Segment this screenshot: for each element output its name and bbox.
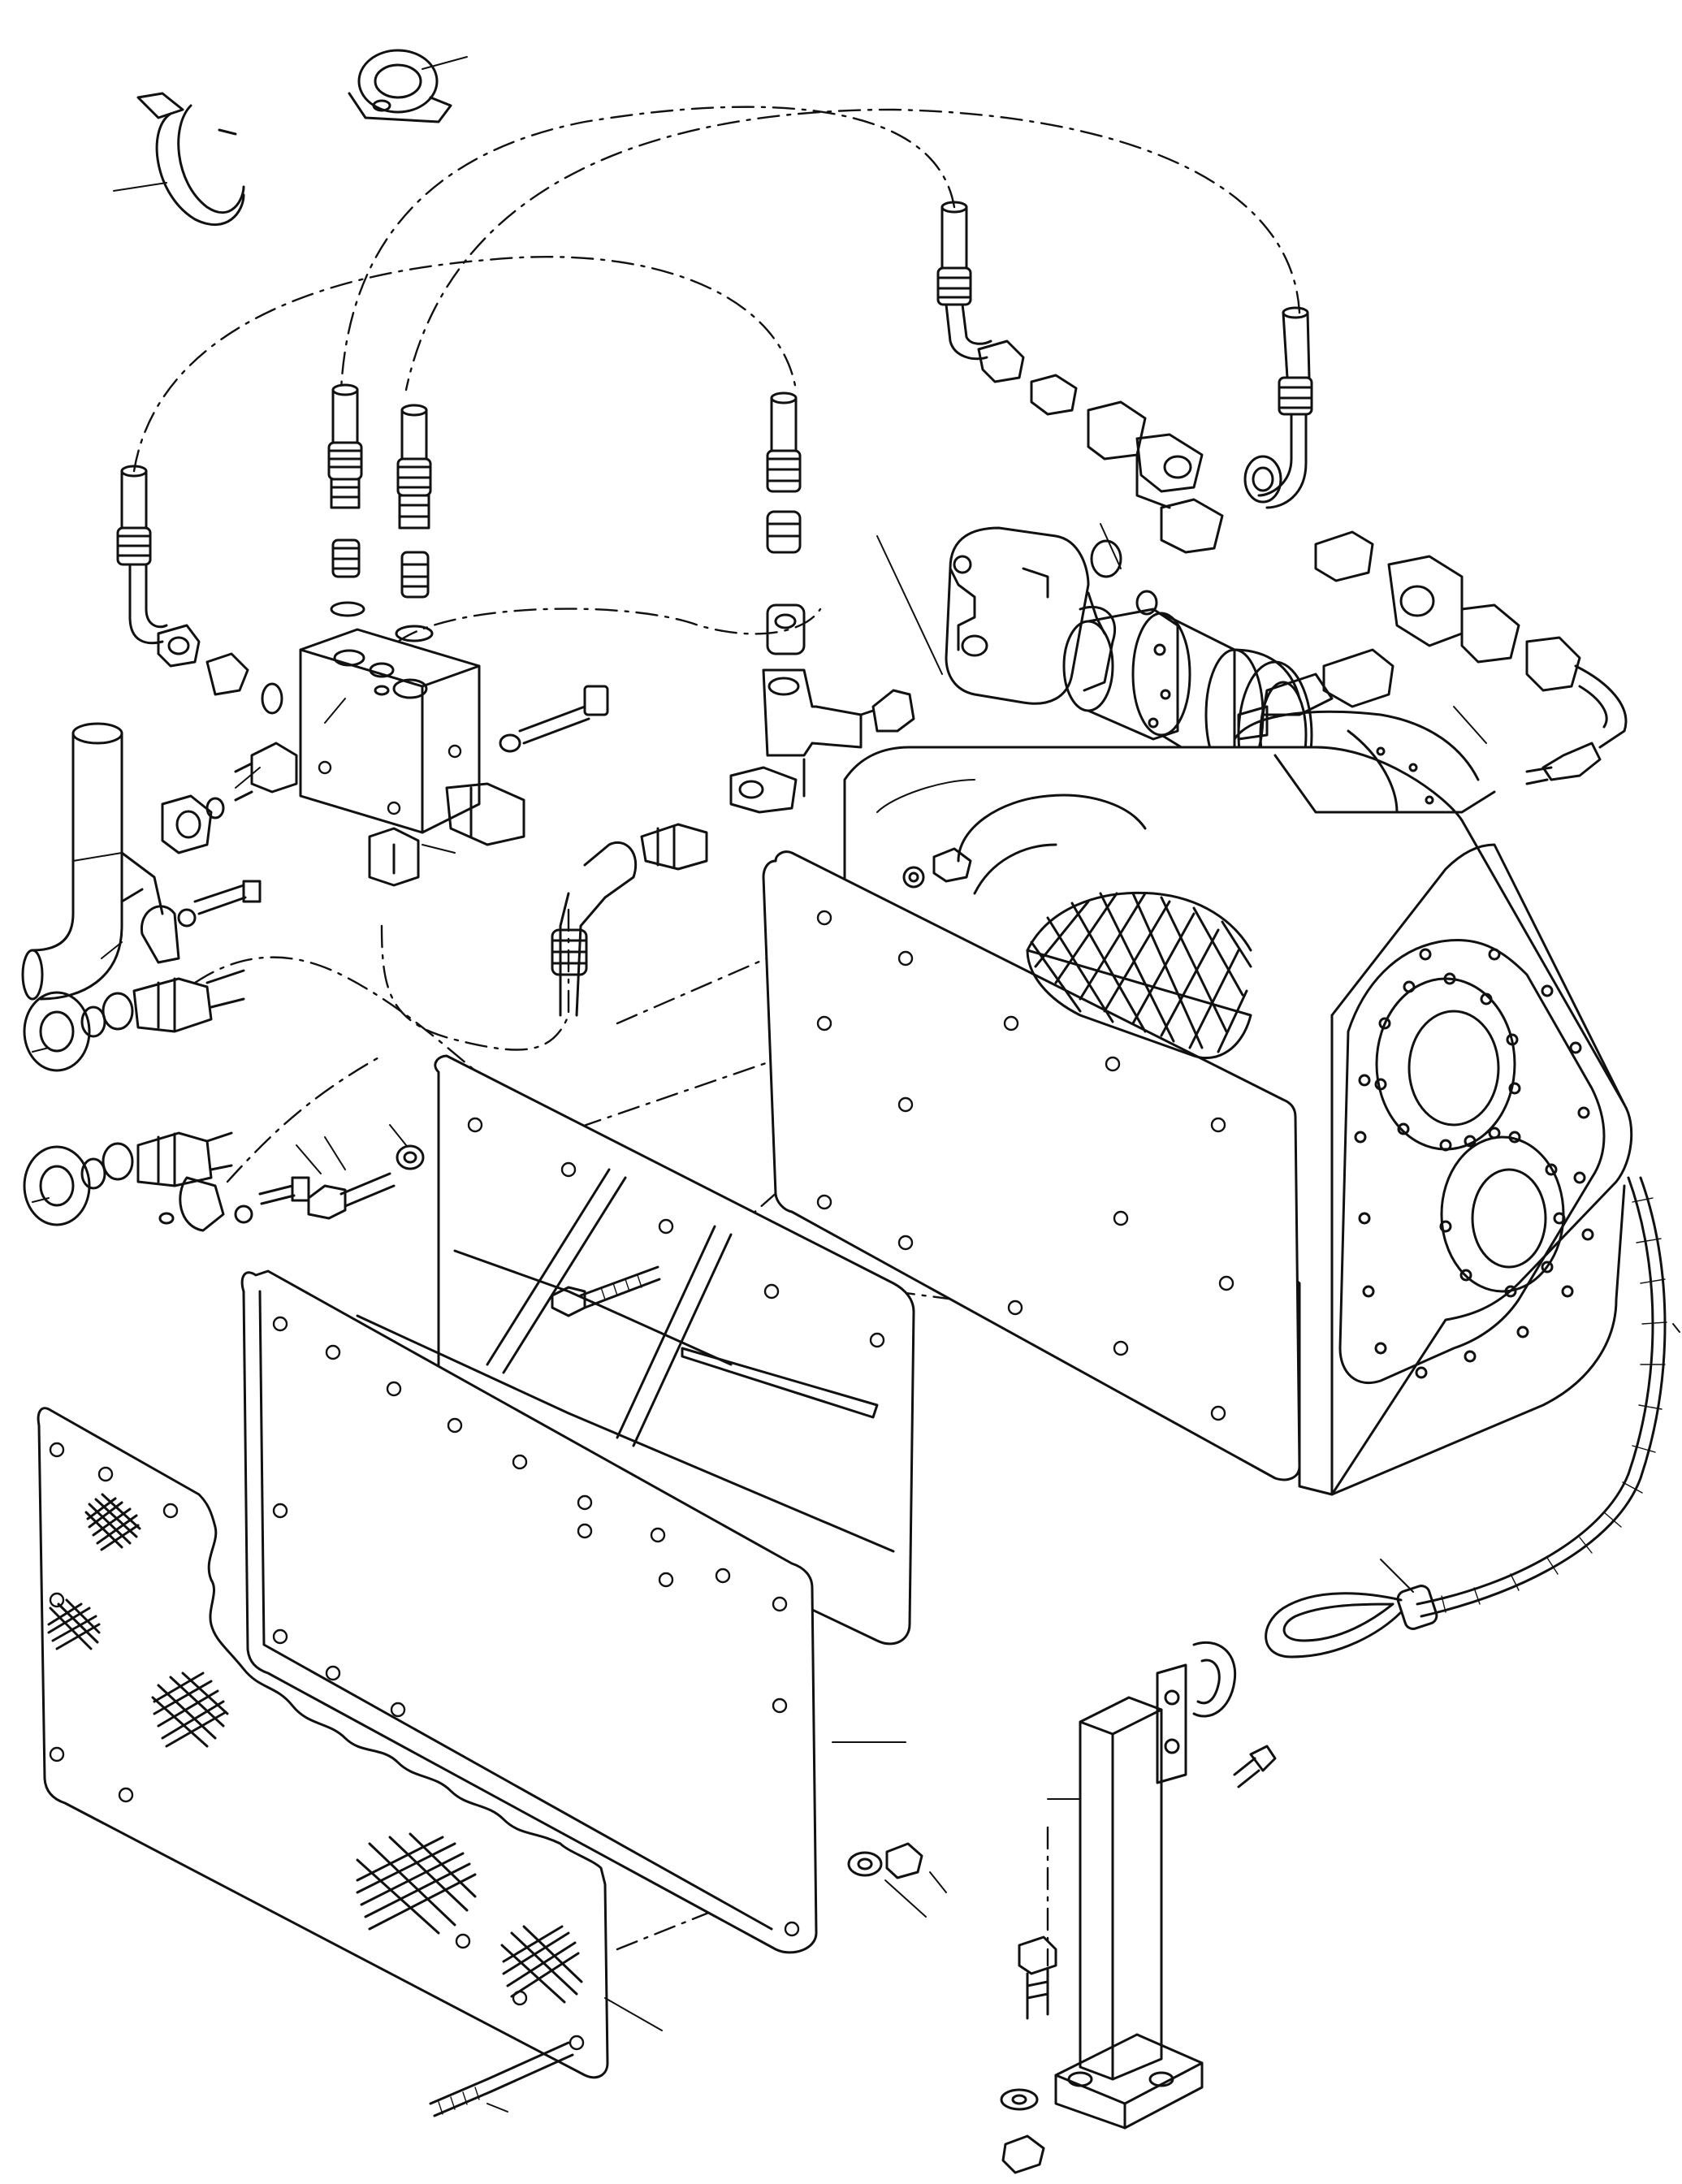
hose-clamp	[113, 92, 245, 226]
hydraulic-hoses	[936, 201, 1628, 785]
hydraulic-motor	[876, 523, 1313, 810]
control-valve-block	[234, 628, 525, 887]
mounting-frame	[356, 1054, 915, 1646]
frame-cover-plate	[240, 1269, 947, 1954]
mesh-guard-plate	[37, 1407, 663, 2079]
support-post	[1000, 1641, 1277, 2174]
elbow-tube	[21, 722, 164, 1001]
stud-bolt	[429, 2041, 574, 2117]
wire-rope-with-thimble	[1265, 1176, 1667, 1659]
wire-rope-drum	[957, 794, 1252, 1060]
edge-mark	[1672, 1323, 1680, 1333]
p-clip	[348, 49, 468, 123]
bolts-nuts-washers	[32, 685, 609, 1220]
winch-housing	[762, 706, 1633, 1496]
hose-fittings	[23, 383, 915, 1232]
